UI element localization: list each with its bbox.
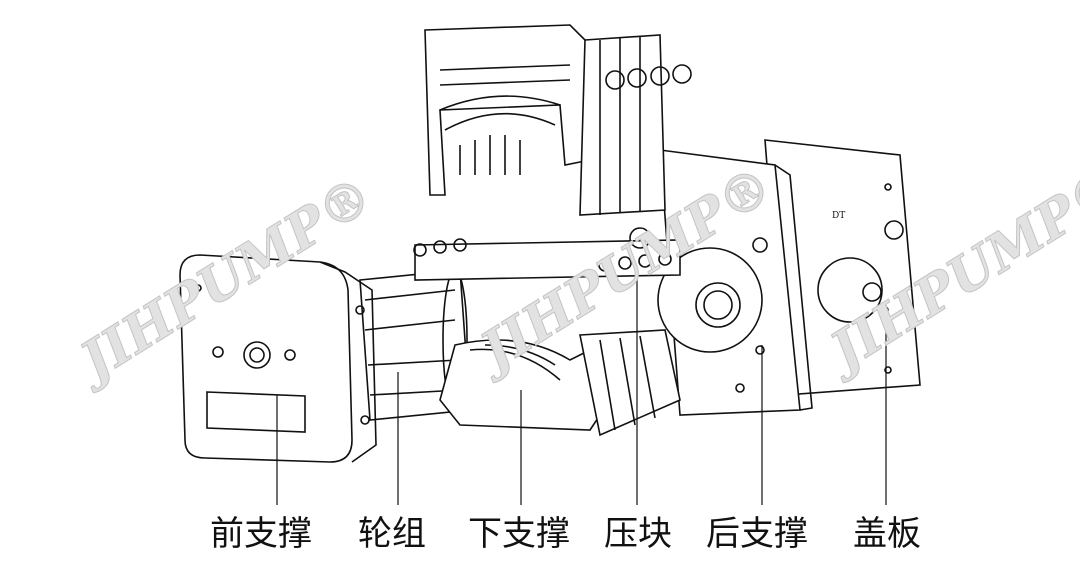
plate-mark: DT <box>832 211 845 221</box>
front-support-drawing <box>179 254 377 463</box>
label-front-support: 前支撑 <box>210 514 312 554</box>
label-rear-support: 后支撑 <box>706 514 808 554</box>
label-lower-support: 下支撑 <box>468 514 570 554</box>
top-frame-drawing <box>424 24 692 216</box>
leader-lines <box>276 272 887 505</box>
label-cover-plate: 盖板 <box>853 514 921 554</box>
rear-support-drawing <box>657 149 813 416</box>
label-pressure-block: 压块 <box>604 514 672 554</box>
label-roller-group: 轮组 <box>358 514 426 554</box>
lower-support-drawing <box>439 329 681 437</box>
